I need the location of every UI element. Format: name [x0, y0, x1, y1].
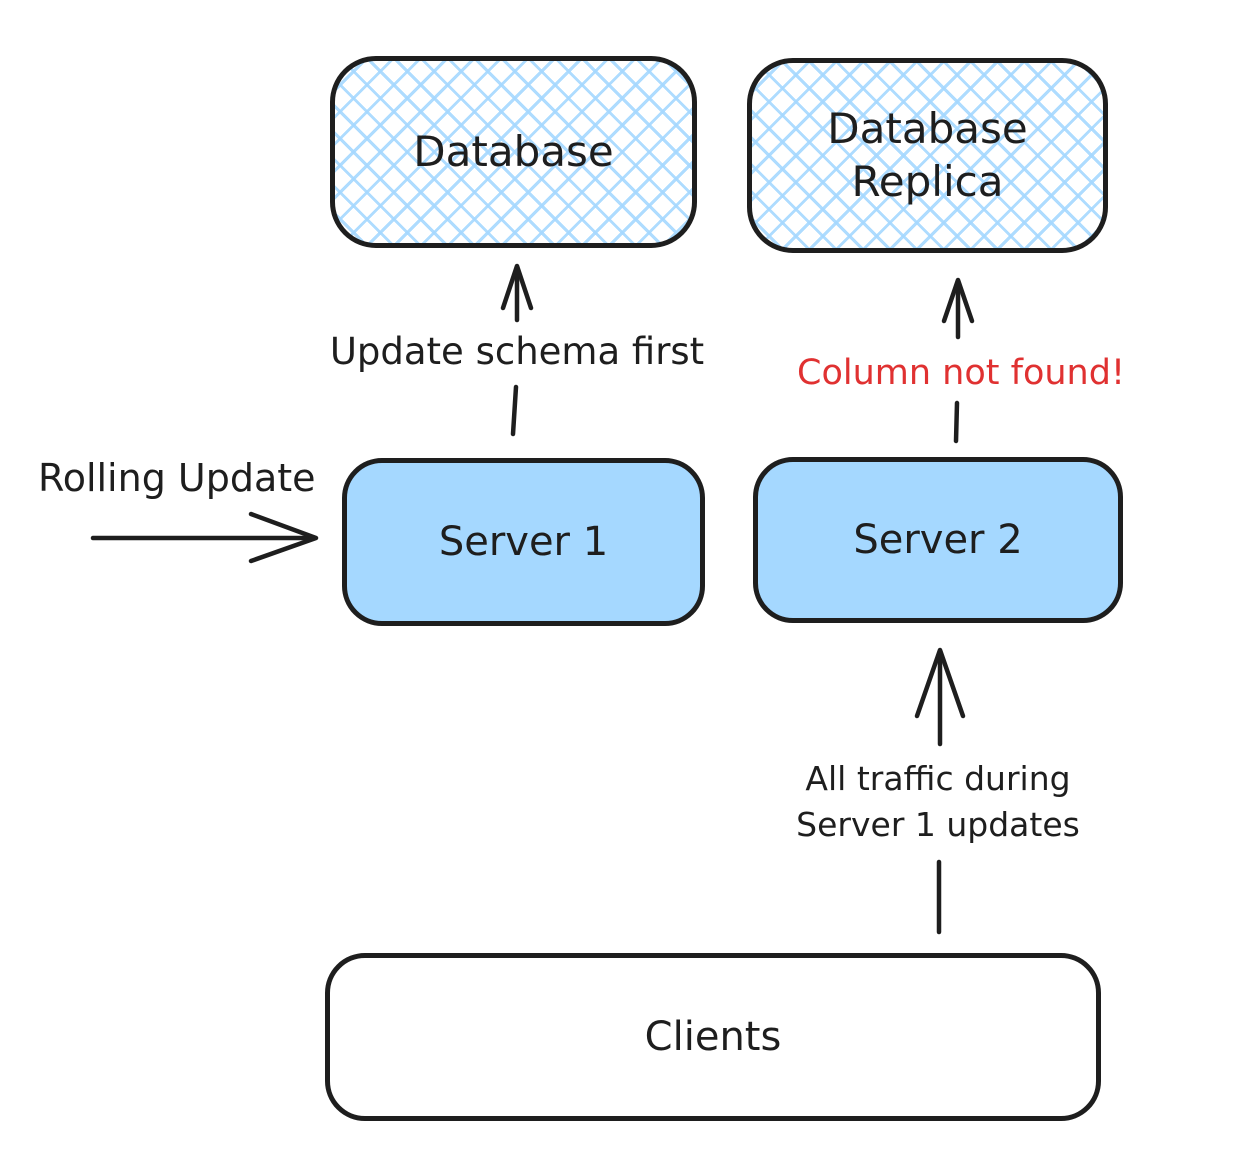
node-database-replica: Database Replica	[747, 58, 1108, 253]
node-clients: Clients	[325, 953, 1101, 1121]
edge-label-all-traffic-during-updates: All traffic during Server 1 updates	[796, 759, 1080, 844]
node-server1: Server 1	[342, 458, 705, 626]
edge-label-rolling-update: Rolling Update	[38, 456, 316, 500]
node-database-replica-label: Database Replica	[827, 104, 1028, 206]
arrow-rolling-update-into-server1	[90, 511, 319, 564]
node-database-label: Database	[413, 126, 614, 176]
edge-label-update-schema-first: Update schema first	[329, 330, 705, 373]
node-database: Database	[330, 56, 697, 248]
node-server2: Server 2	[753, 457, 1123, 623]
node-server1-label: Server 1	[438, 519, 609, 565]
edge-label-column-not-found: Column not found!	[797, 353, 1125, 393]
node-clients-label: Clients	[644, 1014, 782, 1060]
node-server2-label: Server 2	[853, 517, 1023, 563]
